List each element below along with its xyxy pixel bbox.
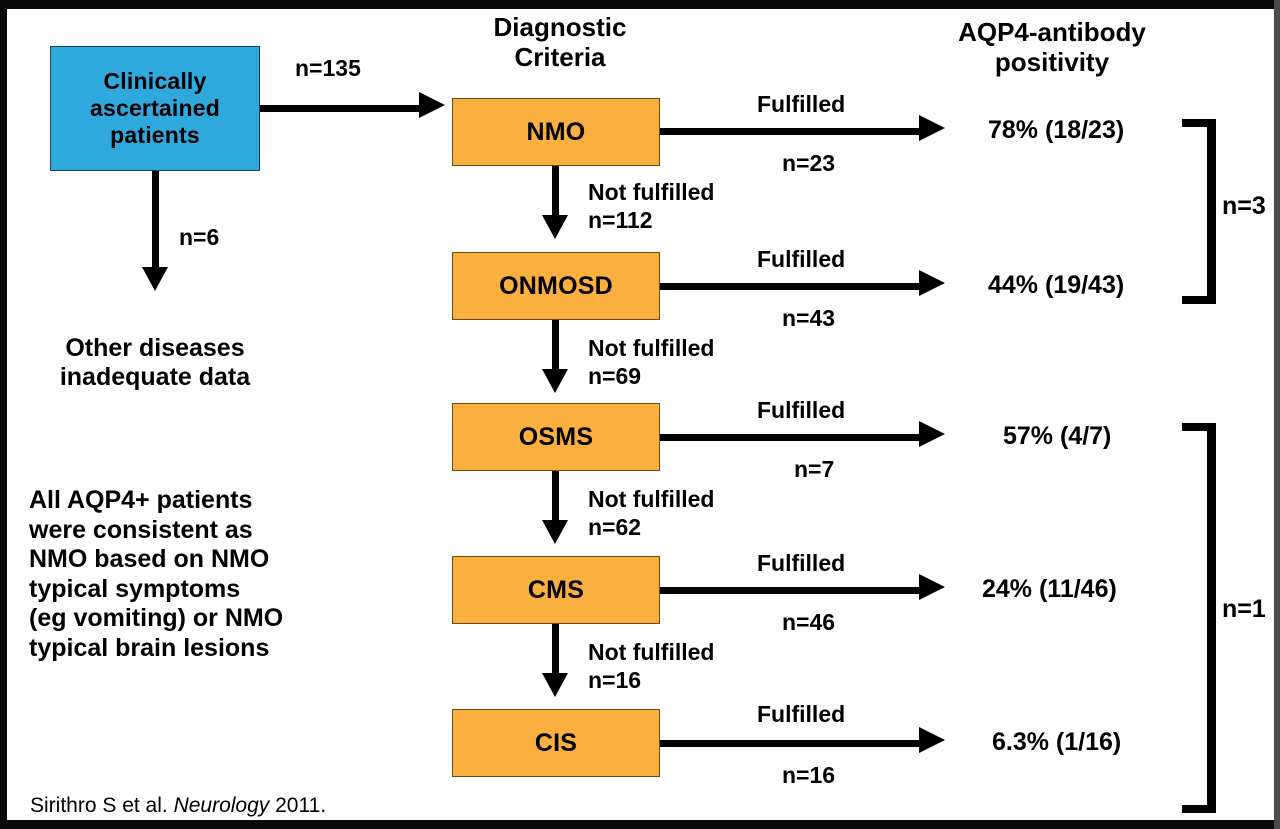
- excluded-edge-line: [152, 171, 159, 271]
- entry-edge-line: [260, 105, 425, 112]
- edge-osms-not-fulfilled-count: n=62: [588, 514, 642, 540]
- edge-osms-fulfilled-count: n=7: [794, 456, 835, 482]
- edge-onmosd-not-fulfilled-arrowhead: [542, 369, 568, 393]
- node-cis[interactable]: CIS: [452, 709, 660, 777]
- entry-edge-arrowhead: [419, 92, 445, 118]
- node-onmosd-label: ONMOSD: [499, 271, 613, 300]
- excluded-edge-arrowhead: [142, 267, 168, 291]
- flowchart-area: Diagnostic Criteria AQP4-antibody positi…: [7, 9, 1274, 820]
- edge-cms-fulfilled-arrowhead: [919, 574, 945, 600]
- edge-osms-fulfilled-arrowhead: [919, 421, 945, 447]
- node-cis-label: CIS: [534, 728, 578, 757]
- citation-journal: Neurology: [173, 794, 270, 817]
- slide-frame-top: [0, 0, 1280, 9]
- edge-cis-fulfilled-label: Fulfilled: [757, 701, 846, 727]
- edge-cms-not-fulfilled-arrowhead: [542, 673, 568, 697]
- edge-nmo-fulfilled-label: Fulfilled: [757, 91, 846, 117]
- bracket-osms-cms-cis: [1182, 423, 1216, 813]
- edge-cms-fulfilled-label: Fulfilled: [757, 550, 846, 576]
- edge-onmosd-fulfilled-count: n=43: [782, 305, 836, 331]
- edge-onmosd-not-fulfilled-line: [552, 320, 559, 375]
- edge-onmosd-not-fulfilled-label: Not fulfilled: [588, 335, 715, 361]
- aqp4-note-text: All AQP4+ patients were consistent as NM…: [29, 486, 284, 662]
- edge-cms-fulfilled-count: n=46: [782, 609, 836, 635]
- node-onmosd[interactable]: ONMOSD: [452, 252, 660, 320]
- edge-nmo-fulfilled-line: [660, 128, 925, 135]
- node-other-diseases-label: Other diseases inadequate data: [59, 334, 251, 391]
- node-clinically-ascertained-patients-label: Clinically ascertained patients: [89, 68, 221, 148]
- excluded-edge-label: n=6: [179, 224, 220, 250]
- edge-cis-fulfilled-line: [660, 740, 925, 747]
- edge-onmosd-not-fulfilled-count: n=69: [588, 363, 642, 389]
- edge-nmo-fulfilled-count: n=23: [782, 150, 836, 176]
- result-osms: 57% (4/7): [1003, 422, 1112, 450]
- edge-cms-not-fulfilled-count: n=16: [588, 667, 642, 693]
- bracket-osms-cms-cis-label: n=1: [1222, 595, 1266, 623]
- result-onmosd: 44% (19/43): [988, 271, 1125, 299]
- edge-onmosd-fulfilled-label: Fulfilled: [757, 246, 846, 272]
- node-cms-label: CMS: [527, 575, 585, 604]
- edge-nmo-not-fulfilled-arrowhead: [542, 215, 568, 239]
- node-osms-label: OSMS: [518, 422, 594, 451]
- bracket-nmo-onmosd-label: n=3: [1222, 192, 1266, 220]
- edge-cms-not-fulfilled-line: [552, 624, 559, 679]
- citation: Sirithro S et al. Neurology 2011.: [30, 794, 326, 818]
- entry-edge-label: n=135: [295, 55, 361, 81]
- edge-osms-not-fulfilled-line: [552, 471, 559, 526]
- result-cms: 24% (11/46): [982, 575, 1117, 603]
- citation-year: 2011.: [269, 794, 327, 817]
- node-cms[interactable]: CMS: [452, 556, 660, 624]
- slide-frame-left: [0, 0, 7, 829]
- edge-osms-fulfilled-label: Fulfilled: [757, 397, 846, 423]
- edge-osms-fulfilled-line: [660, 434, 925, 441]
- edge-osms-not-fulfilled-label: Not fulfilled: [588, 486, 715, 512]
- node-nmo-label: NMO: [526, 117, 586, 146]
- node-osms[interactable]: OSMS: [452, 403, 660, 471]
- citation-author: Sirithro S et al.: [30, 794, 174, 817]
- heading-diagnostic-criteria: Diagnostic Criteria: [493, 12, 627, 72]
- edge-cms-not-fulfilled-label: Not fulfilled: [588, 639, 715, 665]
- slide-frame-bottom: [0, 820, 1280, 829]
- edge-onmosd-fulfilled-arrowhead: [919, 270, 945, 296]
- edge-nmo-not-fulfilled-count: n=112: [588, 207, 653, 233]
- edge-cms-fulfilled-line: [660, 587, 925, 594]
- edge-nmo-not-fulfilled-line: [552, 166, 559, 221]
- edge-nmo-fulfilled-arrowhead: [919, 115, 945, 141]
- result-cis: 6.3% (1/16): [992, 728, 1122, 756]
- edge-onmosd-fulfilled-line: [660, 283, 925, 290]
- node-clinically-ascertained-patients[interactable]: Clinically ascertained patients: [50, 46, 260, 171]
- heading-aqp4-positivity: AQP4-antibody positivity: [958, 17, 1146, 77]
- node-nmo[interactable]: NMO: [452, 98, 660, 166]
- edge-nmo-not-fulfilled-label: Not fulfilled: [588, 179, 715, 205]
- edge-cis-fulfilled-arrowhead: [919, 727, 945, 753]
- edge-osms-not-fulfilled-arrowhead: [542, 520, 568, 544]
- bracket-nmo-onmosd: [1182, 119, 1216, 304]
- edge-cis-fulfilled-count: n=16: [782, 762, 836, 788]
- result-nmo: 78% (18/23): [988, 116, 1125, 144]
- slide-frame-right: [1274, 0, 1280, 829]
